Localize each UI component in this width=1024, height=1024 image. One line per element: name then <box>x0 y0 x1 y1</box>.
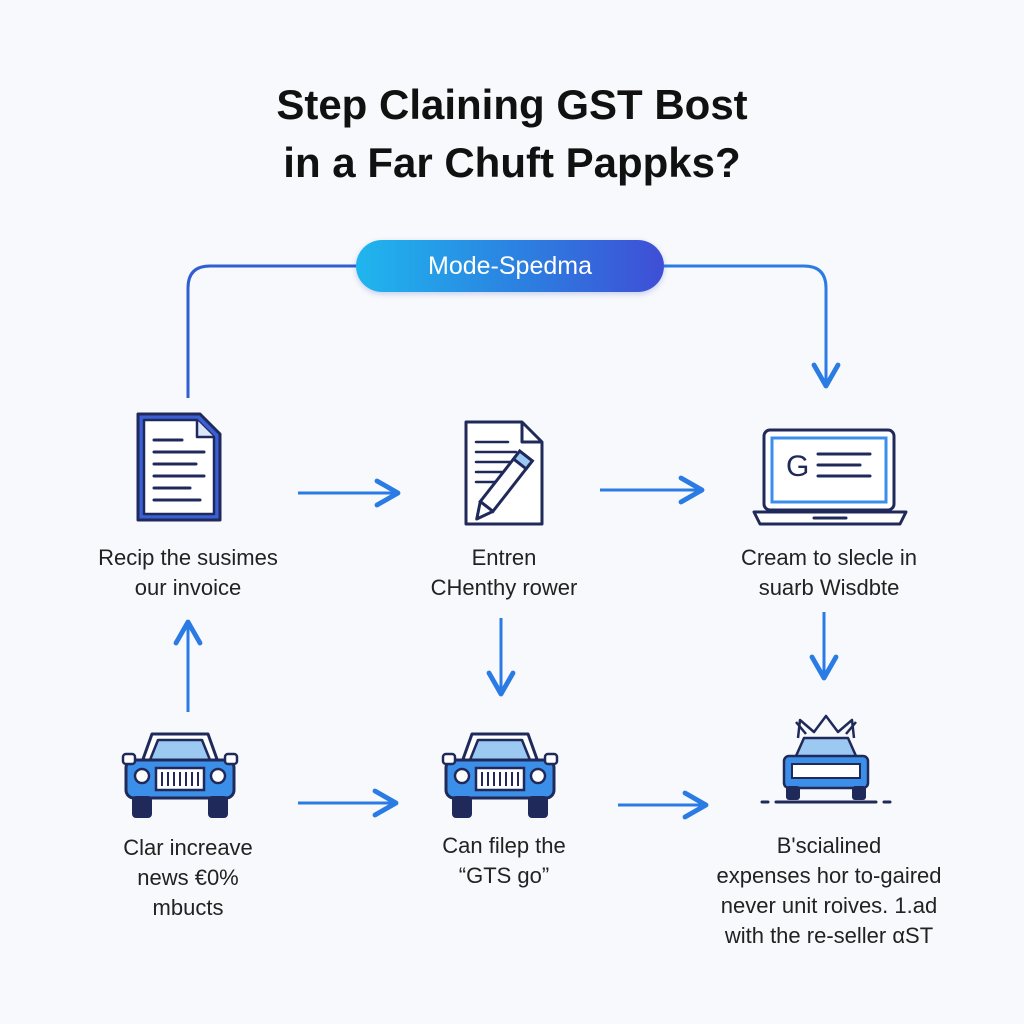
step-label-line: Cream to sleclе in <box>740 545 918 570</box>
car-crown-icon <box>760 714 892 804</box>
title-line-1: Step Claining GST Bost <box>276 81 748 128</box>
step-label-line: with the re-seller αST <box>724 923 934 948</box>
step-label-line: never unit roives. 1.ad <box>720 893 938 918</box>
car-icon <box>121 732 239 818</box>
step-label-clar: Clar increave news €0% mbucts <box>88 833 288 923</box>
loop-line-left <box>186 264 356 398</box>
step-label-line: news €0% <box>137 865 239 890</box>
step-label-line: Recip the susimes <box>98 545 278 570</box>
step-label-line: mbucts <box>152 895 224 920</box>
car-icon <box>441 732 559 818</box>
step-label-line: Can filep the <box>442 833 566 858</box>
loop-line-right <box>664 264 841 389</box>
laptop-screen-g: G <box>786 450 809 483</box>
step-label-can: Can filep the “GTS go” <box>404 831 604 891</box>
laptop-icon: G <box>752 428 908 526</box>
step-label-entren: Entren CHenthy rower <box>394 543 614 603</box>
step-label-bscialined: B'scialined expenses hor to-gaired never… <box>694 831 964 951</box>
step-label-cream: Cream to sleclе in suarb Wisdbte <box>704 543 954 603</box>
step-label-line: Entren <box>471 545 537 570</box>
step-label-invoice: Recip the susimes our invoice <box>68 543 308 603</box>
diagram-title: Step Claining GST Bost in a Far Chuft Pa… <box>0 76 1024 192</box>
step-label-line: suarb Wisdbte <box>758 575 900 600</box>
document-icon <box>136 412 222 522</box>
mode-pill: Mode-Spedma <box>356 240 664 292</box>
step-label-line: expenses hor to-gaired <box>716 863 942 888</box>
step-label-line: B'scialined <box>776 833 882 858</box>
step-label-line: “GTS go” <box>458 863 550 888</box>
document-pen-icon <box>464 420 544 526</box>
step-label-line: our invoice <box>134 575 242 600</box>
step-label-line: Clar increave <box>123 835 253 860</box>
title-line-2: in a Far Chuft Pappks? <box>283 139 741 186</box>
step-label-line: CHenthy rower <box>430 575 578 600</box>
